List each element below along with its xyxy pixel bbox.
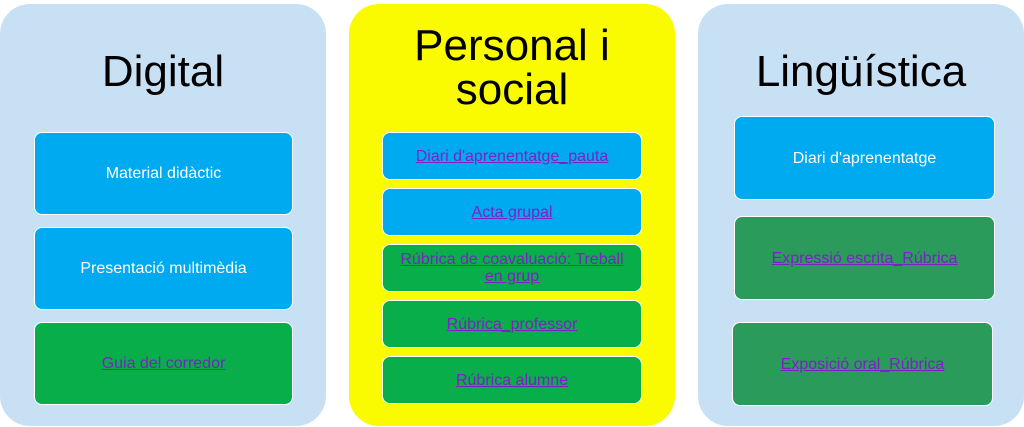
card-presentacio-multimedia: Presentació multimèdia: [34, 227, 293, 310]
column-linguistica: Lingüística Diari d'aprenentatge Express…: [698, 4, 1024, 426]
column-title-personal-social: Personal i social: [349, 24, 675, 112]
card-rubrica-coavaluacio[interactable]: Rúbrica de coavaluació: Treball en grup: [382, 244, 642, 292]
column-title-linguistica: Lingüística: [755, 47, 967, 96]
card-label: Presentació multimèdia: [80, 260, 247, 277]
card-label: Diari d'aprenentatge: [792, 149, 937, 167]
column-title-text: Personal i social: [414, 21, 610, 114]
link-acta-grupal[interactable]: Acta grupal: [471, 203, 553, 221]
card-expressio-escrita-rubrica[interactable]: Expressió escrita_Rúbrica: [734, 216, 995, 300]
card-rubrica-professor[interactable]: Rúbrica_professor: [382, 300, 642, 348]
column-personal-social: Personal i social Diari d'aprenentatge_p…: [349, 4, 675, 426]
link-expressio-escrita-rubrica[interactable]: Expressió escrita_Rúbrica: [771, 249, 958, 267]
card-diari-aprenentatge: Diari d'aprenentatge: [734, 116, 995, 200]
link-rubrica-alumne[interactable]: Rúbrica alumne: [455, 371, 569, 389]
link-exposicio-oral-rubrica[interactable]: Exposició oral_Rúbrica: [780, 355, 945, 373]
column-title-digital: Digital: [101, 47, 225, 96]
link-guia-del-corredor[interactable]: Guia del corredor: [101, 355, 226, 372]
card-acta-grupal[interactable]: Acta grupal: [382, 188, 642, 236]
link-diari-aprenentatge-pauta[interactable]: Diari d'aprenentatge_pauta: [415, 147, 609, 165]
card-exposicio-oral-rubrica[interactable]: Exposició oral_Rúbrica: [732, 322, 993, 406]
card-material-didactic: Material didàctic: [34, 132, 293, 215]
link-rubrica-coavaluacio[interactable]: Rúbrica de coavaluació: Treball en grup: [400, 251, 624, 285]
card-diari-aprenentatge-pauta[interactable]: Diari d'aprenentatge_pauta: [382, 132, 642, 180]
card-rubrica-alumne[interactable]: Rúbrica alumne: [382, 356, 642, 404]
link-rubrica-professor[interactable]: Rúbrica_professor: [446, 315, 578, 333]
card-label: Material didàctic: [105, 165, 222, 182]
column-digital: Digital Material didàctic Presentació mu…: [0, 4, 326, 426]
card-guia-del-corredor[interactable]: Guia del corredor: [34, 322, 293, 405]
